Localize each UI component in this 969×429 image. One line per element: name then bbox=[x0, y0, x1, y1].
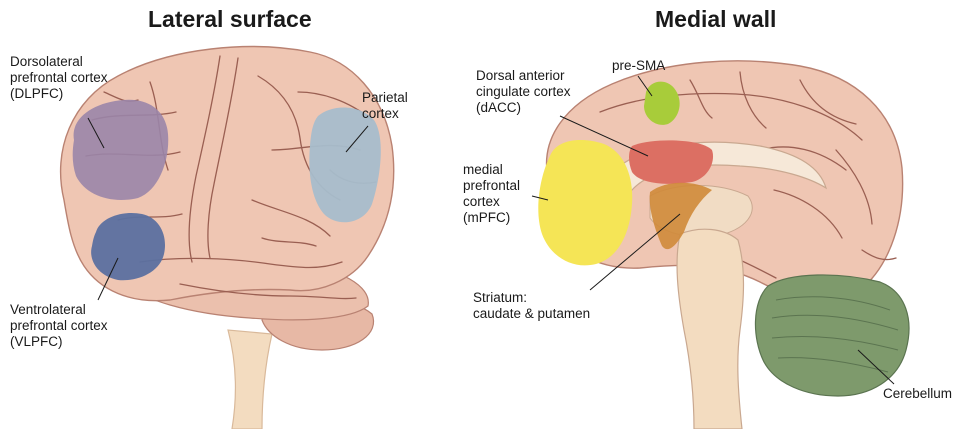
lateral-brain bbox=[61, 47, 394, 429]
cerebellum-label-line-1: Cerebellum bbox=[883, 386, 952, 402]
dacc-label-line-3: (dACC) bbox=[476, 100, 571, 116]
parietal-label-line-1: Parietal bbox=[362, 90, 408, 106]
lateral-brainstem bbox=[228, 330, 272, 429]
parietal-region bbox=[309, 107, 380, 222]
vlpfc-label-line-1: Ventrolateral bbox=[10, 302, 108, 318]
medial-brain bbox=[532, 61, 909, 429]
medial-brainstem bbox=[677, 229, 743, 429]
vlpfc-label-line-3: (VLPFC) bbox=[10, 334, 108, 350]
cerebellum-label: Cerebellum bbox=[883, 386, 952, 402]
vlpfc-label-line-2: prefrontal cortex bbox=[10, 318, 108, 334]
dlpfc-label: Dorsolateral prefrontal cortex (DLPFC) bbox=[10, 54, 108, 102]
mpfc-label-line-3: cortex bbox=[463, 194, 520, 210]
dlpfc-label-line-2: prefrontal cortex bbox=[10, 70, 108, 86]
dacc-label-line-1: Dorsal anterior bbox=[476, 68, 571, 84]
mpfc-label: medial prefrontal cortex (mPFC) bbox=[463, 162, 520, 226]
vlpfc-label: Ventrolateral prefrontal cortex (VLPFC) bbox=[10, 302, 108, 350]
parietal-label-line-2: cortex bbox=[362, 106, 408, 122]
mpfc-label-line-1: medial bbox=[463, 162, 520, 178]
dlpfc-label-line-1: Dorsolateral bbox=[10, 54, 108, 70]
striatum-label: Striatum: caudate & putamen bbox=[473, 290, 590, 322]
presma-label-line-1: pre-SMA bbox=[612, 58, 665, 74]
dacc-region bbox=[629, 140, 713, 183]
mpfc-label-line-4: (mPFC) bbox=[463, 210, 520, 226]
dlpfc-region bbox=[73, 100, 169, 200]
cerebellum-region bbox=[755, 275, 909, 396]
striatum-label-line-1: Striatum: bbox=[473, 290, 590, 306]
dacc-label: Dorsal anterior cingulate cortex (dACC) bbox=[476, 68, 571, 116]
presma-label: pre-SMA bbox=[612, 58, 665, 74]
striatum-label-line-2: caudate & putamen bbox=[473, 306, 590, 322]
parietal-label: Parietal cortex bbox=[362, 90, 408, 122]
dlpfc-label-line-3: (DLPFC) bbox=[10, 86, 108, 102]
dacc-label-line-2: cingulate cortex bbox=[476, 84, 571, 100]
mpfc-region bbox=[538, 140, 632, 265]
mpfc-label-line-2: prefrontal bbox=[463, 178, 520, 194]
